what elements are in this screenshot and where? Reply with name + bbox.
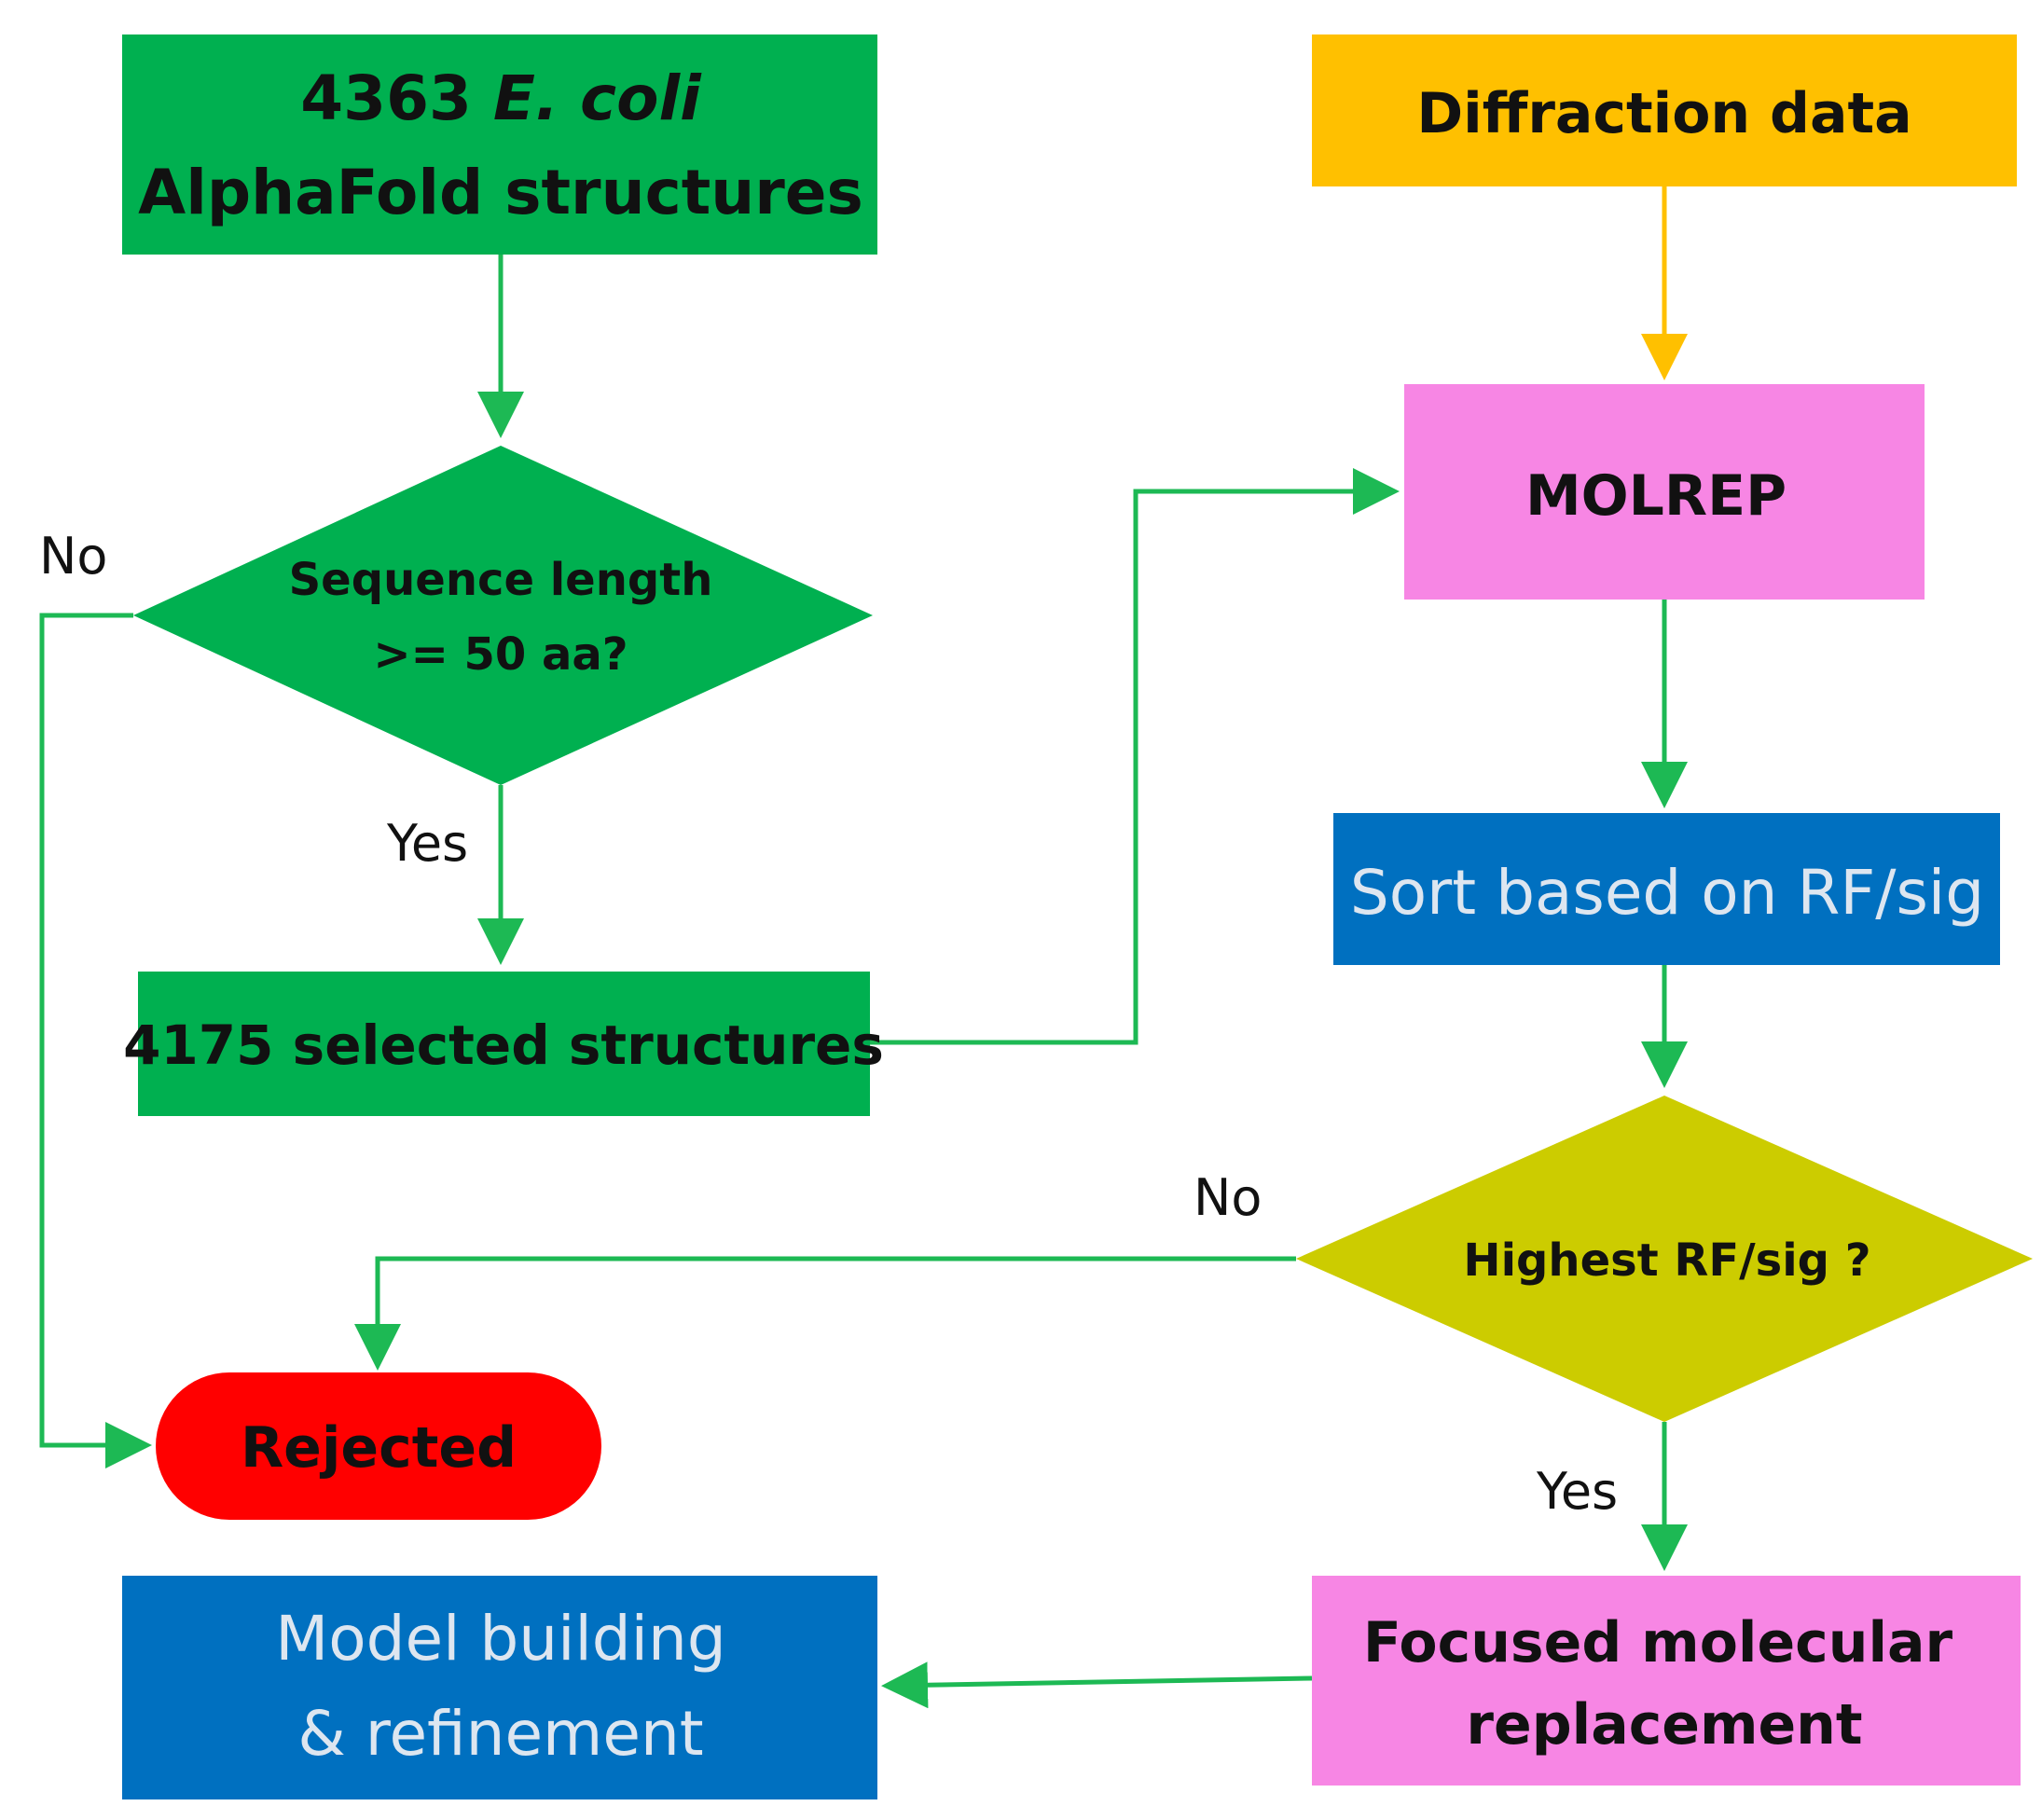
- node-selected-box: [138, 972, 870, 1116]
- sort-label: Sort based on RF/sig: [1350, 857, 1984, 929]
- connectors: [39, 186, 1688, 1709]
- node-focused-box: [1312, 1576, 2021, 1786]
- node-molrep: MOLREP: [1404, 384, 1925, 600]
- edge-selected-to-molrep: [870, 468, 1400, 1045]
- node-alphafold-structures: 4363 E. coli AlphaFold structures: [122, 34, 877, 255]
- node-highest-diamond: [1296, 1096, 2033, 1422]
- node-selected-structures: 4175 selected structures: [123, 972, 884, 1116]
- focused-line1: Focused molecular: [1363, 1610, 1953, 1675]
- node-rejected: Rejected: [156, 1372, 601, 1520]
- alphafold-count: 4363: [300, 62, 493, 134]
- svg-text:4363 E. coli: 4363 E. coli: [300, 62, 702, 134]
- node-molrep-box: [1404, 384, 1925, 600]
- node-diffraction-box: [1312, 34, 2017, 186]
- label-seq-no: No: [39, 527, 107, 586]
- label-highest-no: No: [1193, 1168, 1262, 1227]
- node-seq-length-diamond: [133, 446, 873, 785]
- focused-line2: replacement: [1466, 1692, 1862, 1758]
- edge-focused-to-model: [881, 1661, 1313, 1709]
- node-focused-mr: Focused molecular replacement: [1312, 1576, 2021, 1786]
- seq-length-line2: >= 50 aa?: [373, 628, 628, 681]
- node-diffraction-data: Diffraction data: [1312, 34, 2017, 186]
- node-sort-box: [1333, 813, 2000, 965]
- label-highest-yes: Yes: [1536, 1462, 1618, 1521]
- selected-label: 4175 selected structures: [123, 1013, 884, 1077]
- alphafold-species: E. coli: [493, 62, 702, 134]
- node-alphafold-box: [122, 34, 877, 255]
- edge-highest-no: [354, 1256, 1296, 1371]
- node-sequence-length-decision: Sequence length >= 50 aa?: [133, 446, 873, 785]
- edge-labels: No Yes No Yes: [39, 527, 1618, 1521]
- node-model-box: [122, 1576, 877, 1799]
- model-line1: Model building: [275, 1603, 726, 1675]
- model-line2: & refinement: [297, 1698, 703, 1770]
- diffraction-label: Diffraction data: [1416, 81, 1911, 146]
- label-seq-yes: Yes: [386, 814, 468, 873]
- node-model-building: Model building & refinement: [122, 1576, 877, 1799]
- edge-seq-length-no: [39, 613, 152, 1468]
- rejected-label: Rejected: [241, 1415, 517, 1481]
- molrep-label: MOLREP: [1525, 463, 1787, 529]
- node-rejected-pill: [156, 1372, 601, 1520]
- node-sort: Sort based on RF/sig: [1333, 813, 2000, 965]
- node-highest-decision: Highest RF/sig ?: [1296, 1096, 2033, 1422]
- alphafold-line2: AlphaFold structures: [138, 157, 863, 228]
- highest-label: Highest RF/sig ?: [1463, 1234, 1870, 1287]
- seq-length-line1: Sequence length: [289, 554, 713, 606]
